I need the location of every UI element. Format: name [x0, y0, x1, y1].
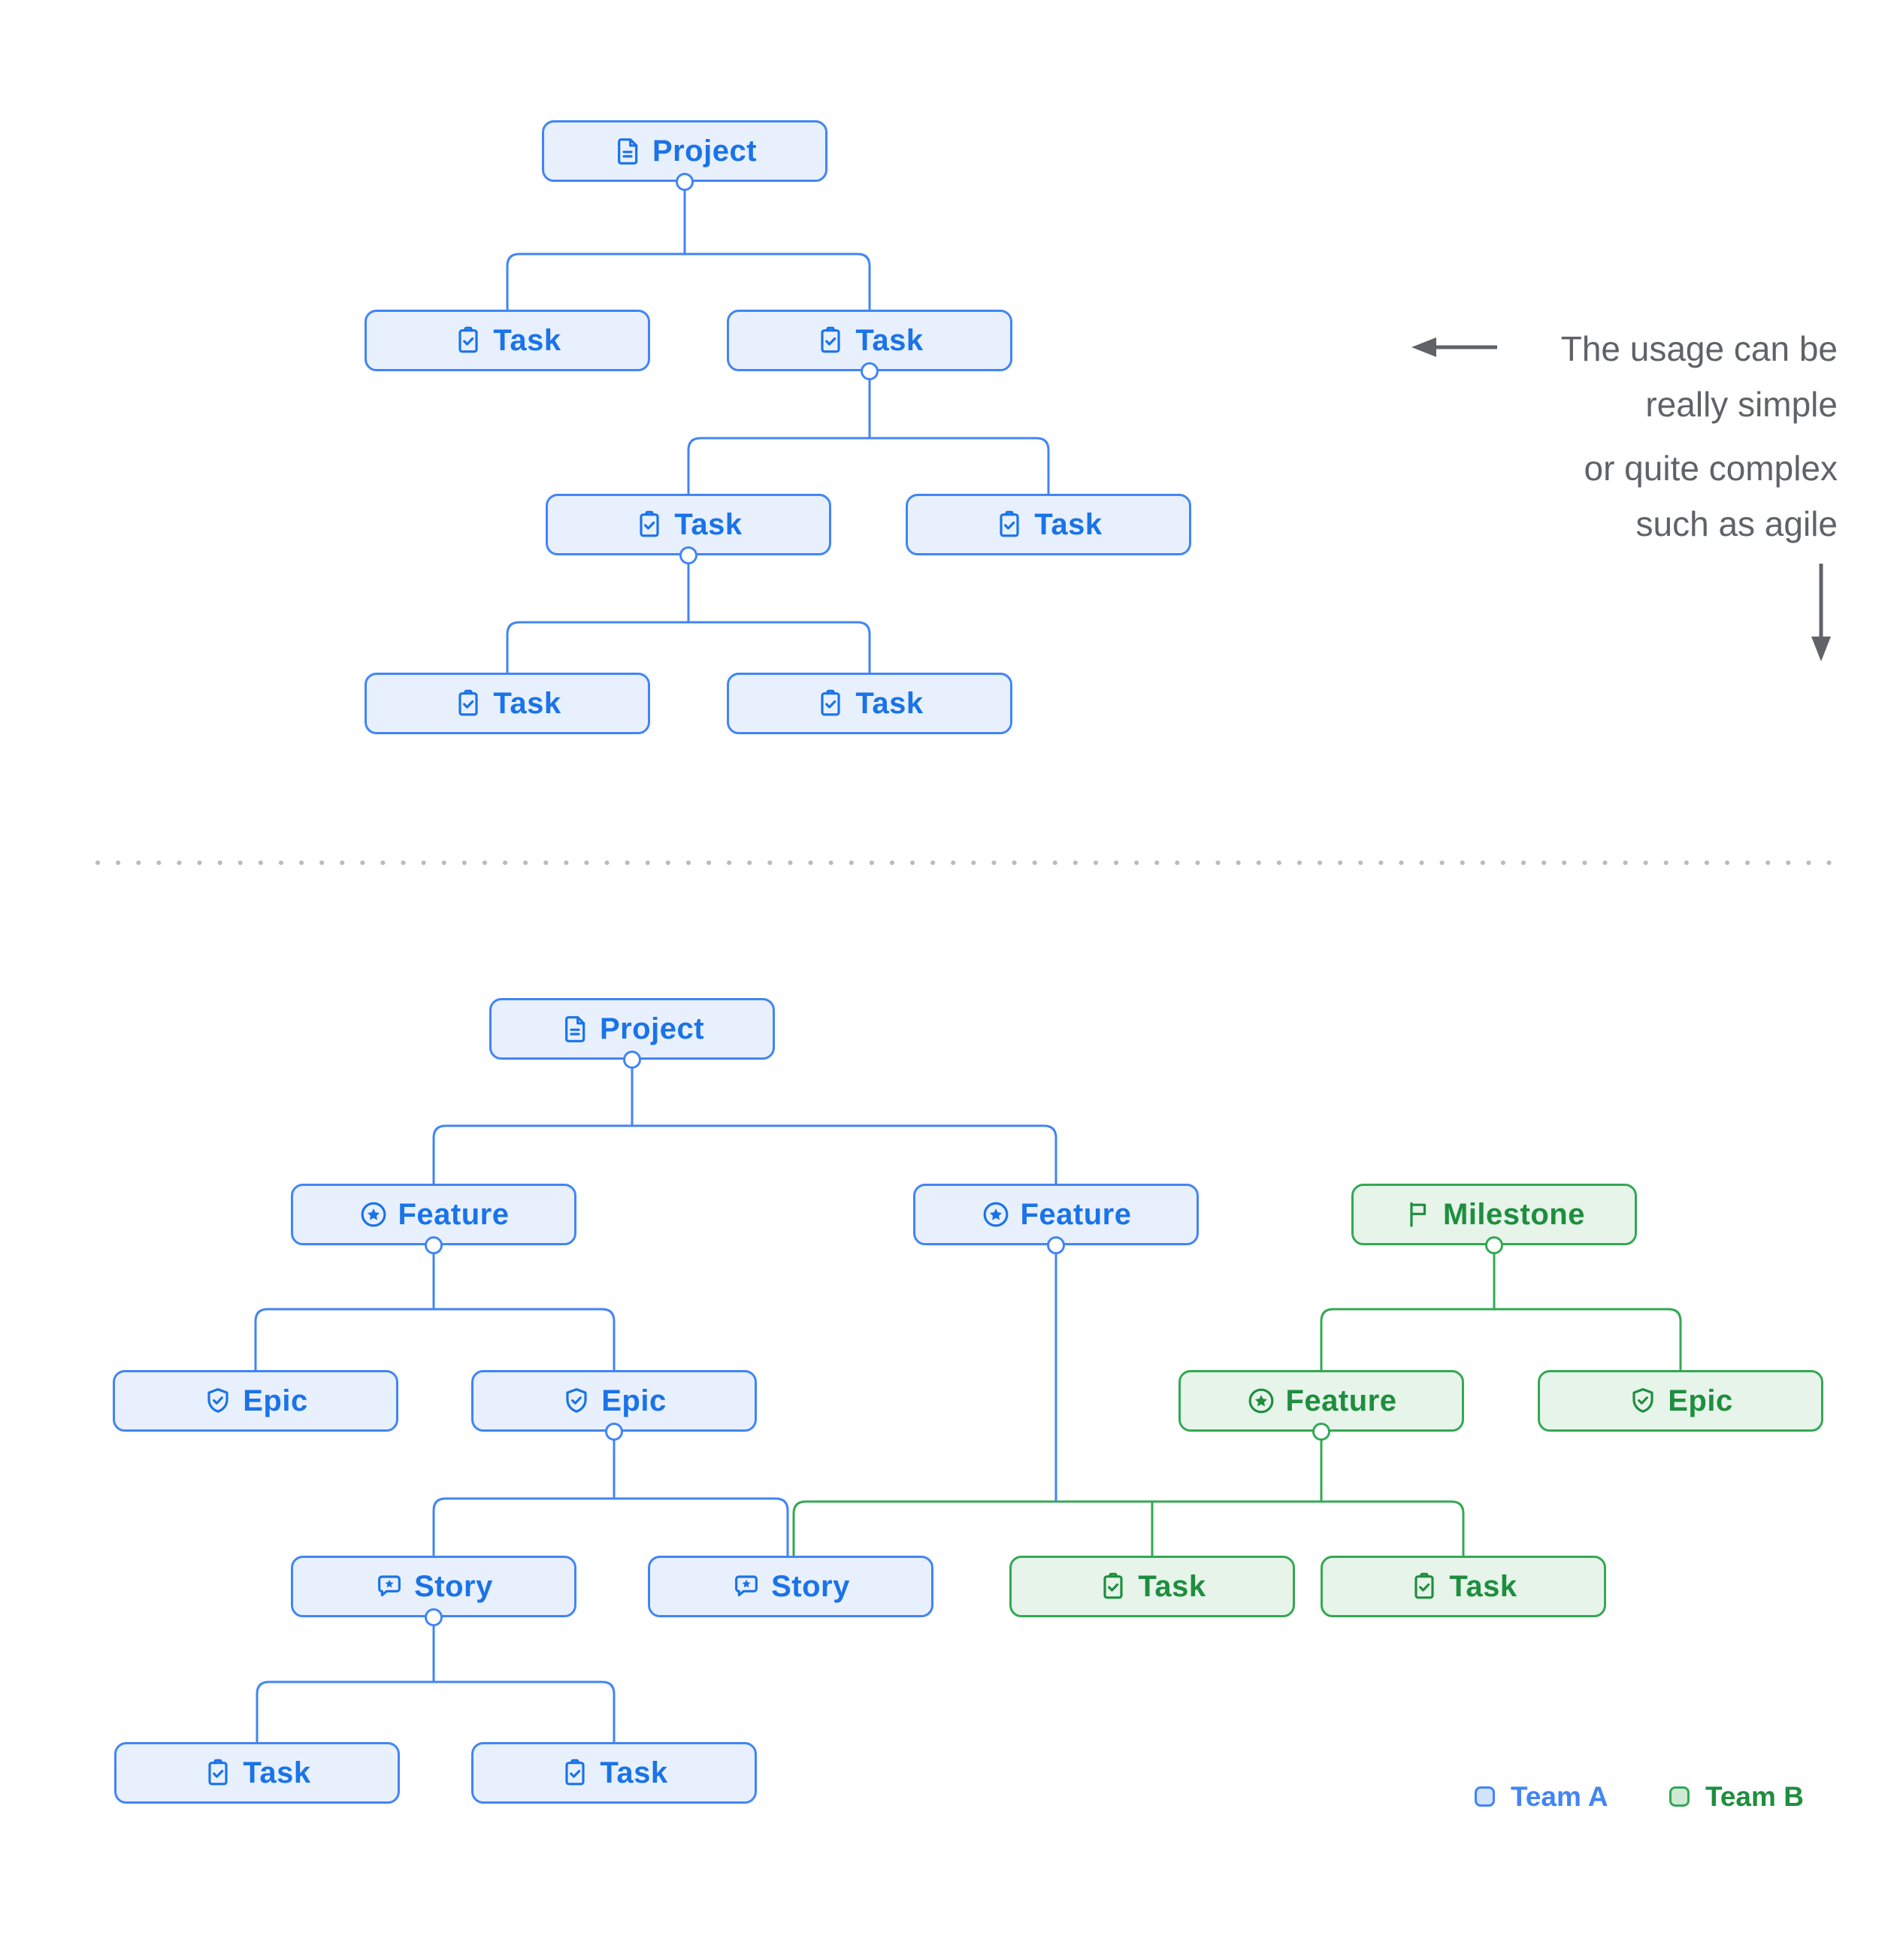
- team-a-swatch: [1475, 1786, 1495, 1807]
- node-label: Feature: [1285, 1384, 1397, 1417]
- task-icon: [994, 510, 1024, 540]
- node-task: Task: [365, 673, 650, 734]
- node-story: Story: [648, 1556, 933, 1617]
- node-label: Story: [771, 1569, 850, 1603]
- connector-path: [687, 437, 1050, 494]
- node-label: Task: [1138, 1569, 1206, 1603]
- epic-icon: [561, 1386, 591, 1416]
- node-label: Epic: [601, 1384, 667, 1417]
- node-project: Project: [542, 120, 827, 182]
- node-label: Task: [674, 507, 743, 541]
- node-milestone: Milestone: [1351, 1184, 1637, 1245]
- node-label: Task: [493, 323, 561, 357]
- connector-path: [792, 1500, 1465, 1556]
- annotation-line: or quite complex: [1584, 449, 1838, 488]
- node-label: Task: [855, 323, 924, 357]
- node-label: Task: [243, 1756, 311, 1789]
- node-task: Task: [546, 494, 831, 555]
- connector-path: [256, 1680, 616, 1742]
- task-icon: [634, 510, 664, 540]
- epic-icon: [203, 1386, 233, 1416]
- feature-icon: [981, 1199, 1011, 1230]
- node-task: Task: [1009, 1556, 1295, 1617]
- task-icon: [815, 325, 846, 355]
- annotation-line: The usage can be: [1560, 329, 1838, 368]
- task-icon: [453, 325, 483, 355]
- task-icon: [815, 688, 846, 718]
- node-label: Task: [855, 686, 924, 720]
- node-label: Feature: [1020, 1197, 1132, 1231]
- node-story: Story: [291, 1556, 576, 1617]
- connector-dot: [1485, 1236, 1503, 1254]
- story-icon: [374, 1571, 404, 1602]
- connector-path: [432, 1497, 789, 1556]
- node-task: Task: [906, 494, 1191, 555]
- node-label: Project: [599, 1012, 705, 1045]
- node-task: Task: [114, 1742, 400, 1804]
- node-feature: Feature: [913, 1184, 1199, 1245]
- node-task: Task: [365, 310, 650, 371]
- arrow-head: [1811, 637, 1831, 661]
- node-label: Task: [1034, 507, 1103, 541]
- team-a-label: Team A: [1511, 1781, 1608, 1812]
- node-project: Project: [489, 998, 775, 1060]
- connector-dot: [1312, 1423, 1330, 1441]
- connector-dot: [1047, 1236, 1065, 1254]
- node-epic: Epic: [471, 1370, 757, 1432]
- annotation: The usage can be really simple or quite …: [1561, 321, 1838, 552]
- node-label: Feature: [398, 1197, 510, 1231]
- node-label: Story: [414, 1569, 493, 1603]
- story-icon: [731, 1571, 761, 1602]
- node-epic: Epic: [113, 1370, 398, 1432]
- node-epic: Epic: [1538, 1370, 1823, 1432]
- connector-dot: [425, 1236, 443, 1254]
- node-label: Milestone: [1443, 1197, 1585, 1231]
- task-icon: [203, 1758, 233, 1788]
- connector-dot: [425, 1608, 443, 1626]
- project-icon: [613, 136, 643, 166]
- milestone-icon: [1403, 1199, 1433, 1230]
- node-task: Task: [1321, 1556, 1606, 1617]
- node-label: Epic: [1668, 1384, 1733, 1417]
- team-b-label: Team B: [1705, 1781, 1804, 1812]
- node-task: Task: [727, 310, 1012, 371]
- task-icon: [1098, 1571, 1128, 1602]
- node-label: Task: [600, 1756, 668, 1789]
- connector-dot: [623, 1051, 641, 1069]
- node-task: Task: [727, 673, 1012, 734]
- legend-item-team-b: Team B: [1669, 1783, 1804, 1810]
- connector-dot: [679, 546, 697, 564]
- connector-path: [506, 621, 871, 673]
- connector-path: [506, 253, 871, 310]
- node-label: Task: [1449, 1569, 1517, 1603]
- connector-path: [1320, 1308, 1682, 1370]
- connector-dot: [861, 362, 879, 380]
- epic-icon: [1628, 1386, 1658, 1416]
- node-feature: Feature: [291, 1184, 576, 1245]
- feature-icon: [1246, 1386, 1276, 1416]
- connector-path: [432, 1124, 1057, 1184]
- project-icon: [560, 1014, 590, 1044]
- connector-dot: [605, 1423, 623, 1441]
- node-task: Task: [471, 1742, 757, 1804]
- task-icon: [453, 688, 483, 718]
- connector-dot: [676, 173, 694, 191]
- arrow-head: [1411, 337, 1436, 357]
- team-b-swatch: [1669, 1786, 1690, 1807]
- feature-icon: [359, 1199, 389, 1230]
- node-label: Epic: [243, 1384, 308, 1417]
- annotation-line: such as agile: [1635, 504, 1838, 543]
- legend-item-team-a: Team A: [1475, 1783, 1608, 1810]
- annotation-line: really simple: [1645, 385, 1838, 424]
- task-icon: [560, 1758, 590, 1788]
- node-label: Task: [493, 686, 561, 720]
- task-icon: [1409, 1571, 1439, 1602]
- connector-path: [254, 1308, 616, 1370]
- node-label: Project: [652, 134, 758, 168]
